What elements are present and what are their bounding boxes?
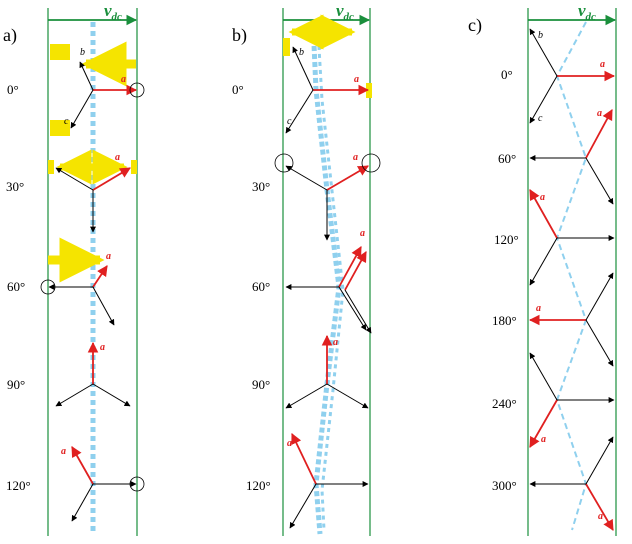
panel-a-0-phase-a-label: a bbox=[121, 74, 126, 85]
panel-c-0-phase-c-label: c bbox=[538, 113, 543, 124]
panel-b-60-phase-c-arrow-2 bbox=[344, 289, 372, 334]
panel-a-label: a) bbox=[3, 25, 17, 46]
panel-b-30-phase-a-label: a bbox=[353, 152, 358, 163]
panel-b-vdc-label: vdc bbox=[336, 1, 354, 23]
panel-a-0-phase-b-arrow bbox=[79, 61, 94, 91]
panel-a-angle-60: 60° bbox=[7, 279, 25, 294]
panel-b-60-phase-c-arrow bbox=[338, 286, 367, 331]
panel-a-0-phase-b-label: b bbox=[80, 47, 85, 58]
panel-b-angle-90: 90° bbox=[252, 377, 270, 392]
panel-a-angle-120: 120° bbox=[6, 478, 31, 493]
panel-b-30-phase-b-arrow bbox=[285, 165, 328, 191]
panel-a-90-phase-b-arrow bbox=[55, 383, 94, 407]
panel-b-angle-60: 60° bbox=[252, 279, 270, 294]
panel-a-120-phase-a-arrow bbox=[71, 446, 94, 485]
panel-c-120-phase-a-label: a bbox=[540, 192, 545, 203]
panel-b-30-marker-circle bbox=[274, 153, 294, 173]
panel-c-240-phase-a-label: a bbox=[541, 434, 546, 445]
panel-a-60-marker-circle bbox=[40, 279, 56, 295]
panel-a: a) vdc 0° a b c 30° a 60° a bbox=[3, 1, 145, 536]
panel-c: c) vdc 0° a b c 60° a 120° a 180° a 240° bbox=[468, 1, 617, 536]
panel-c-angle-240: 240° bbox=[492, 396, 517, 411]
panel-a-120-marker-circle bbox=[129, 476, 145, 492]
panel-b-0-phase-b-arrow bbox=[292, 46, 314, 91]
panel-a-30-phase-b-arrow bbox=[55, 167, 94, 191]
panel-b-0-phase-c-arrow bbox=[285, 89, 314, 134]
panel-b-label: b) bbox=[232, 25, 247, 46]
panel-c-180-phase-a-label: a bbox=[536, 303, 541, 314]
panel-b-120-phase-c-arrow bbox=[289, 483, 317, 529]
panel-a-0-phase-c-label: c bbox=[64, 116, 69, 127]
panel-b-angle-0: 0° bbox=[232, 82, 244, 97]
panel-b-90-phase-c-arrow bbox=[326, 383, 369, 409]
panel-a-0-phase-c-arrow bbox=[70, 89, 94, 129]
panel-c-180-phase-b-arrow bbox=[585, 272, 614, 321]
panel-c-120-phase-c-arrow bbox=[529, 237, 558, 286]
panel-b-120-phase-a-label: a bbox=[287, 438, 292, 449]
panel-c-60-phase-a-label: a bbox=[597, 108, 602, 119]
panel-a-highlight bbox=[131, 160, 137, 174]
panel-c-120-phase-a-arrow bbox=[529, 189, 558, 239]
panel-c-300-phase-a-label: a bbox=[598, 511, 603, 522]
panel-c-0-phase-a-label: a bbox=[600, 59, 605, 70]
panel-c-angle-60: 60° bbox=[498, 151, 516, 166]
panel-a-60-phase-a-arrow bbox=[92, 265, 108, 288]
panel-c-label: c) bbox=[468, 15, 482, 36]
panel-c-neutral-path bbox=[555, 21, 588, 531]
panel-a-90-phase-a-label: a bbox=[100, 342, 105, 353]
panel-b-neutral-path bbox=[310, 21, 342, 535]
panel-b-120-phase-a-arrow bbox=[291, 433, 317, 485]
panel-a-60-phase-a-label: a bbox=[106, 251, 111, 262]
panel-c-angle-120: 120° bbox=[494, 232, 519, 247]
panel-c-0-phase-c-arrow bbox=[529, 75, 558, 124]
panel-b-30-marker-circle bbox=[361, 153, 381, 173]
panel-a-angle-90: 90° bbox=[7, 377, 25, 392]
panel-c-angle-0: 0° bbox=[501, 67, 513, 82]
panel-b-90-phase-b-arrow bbox=[285, 383, 328, 409]
panel-b-0-phase-b-label: b bbox=[299, 47, 304, 58]
panel-c-300-phase-a-arrow bbox=[585, 483, 614, 531]
panel-a-highlight bbox=[50, 44, 70, 60]
panel-c-angle-180: 180° bbox=[492, 313, 517, 328]
panel-a-0-marker-circle bbox=[129, 82, 145, 98]
panel-c-240-phase-b-arrow bbox=[529, 352, 558, 401]
panel-a-120-phase-a-label: a bbox=[61, 446, 66, 457]
panel-c-0-phase-b-arrow bbox=[529, 28, 558, 77]
panel-a-120-phase-c-arrow bbox=[71, 483, 94, 522]
panel-b-30-phase-a-arrow bbox=[326, 165, 369, 191]
panel-c-240-phase-a-arrow bbox=[529, 399, 558, 448]
panel-a-angle-0: 0° bbox=[7, 82, 19, 97]
panel-c-300-phase-b-arrow bbox=[585, 436, 614, 485]
panel-b-0-phase-c-label: c bbox=[287, 116, 292, 127]
panel-b-highlight bbox=[283, 38, 290, 56]
panel-c-0-phase-b-label: b bbox=[538, 30, 543, 41]
panel-c-60-phase-a-arrow bbox=[585, 109, 613, 159]
panel-c-vdc-label: vdc bbox=[578, 1, 596, 23]
panel-a-30-phase-a-arrow bbox=[92, 167, 131, 191]
panel-b-60-phase-a-label: a bbox=[360, 228, 365, 239]
panel-c-180-phase-c-arrow bbox=[585, 319, 614, 367]
panel-c-angle-300: 300° bbox=[492, 478, 517, 493]
panel-a-highlight bbox=[50, 120, 70, 136]
panel-b-90-phase-a-label: a bbox=[333, 337, 338, 348]
panel-b: b) vdc 0° a b c 30° a 60° a bbox=[232, 1, 381, 536]
panel-a-angle-30: 30° bbox=[6, 179, 24, 194]
panel-c-60-phase-c-arrow bbox=[585, 157, 614, 205]
panel-b-0-phase-a-label: a bbox=[354, 74, 359, 85]
panel-b-60-phase-a-arrow-2 bbox=[344, 251, 367, 291]
panel-b-angle-30: 30° bbox=[252, 179, 270, 194]
panel-a-90-phase-c-arrow bbox=[92, 383, 131, 407]
panel-b-angle-120: 120° bbox=[246, 478, 271, 493]
panel-a-vdc-label: vdc bbox=[104, 1, 122, 23]
panel-a-highlight bbox=[48, 160, 54, 174]
panel-a-60-phase-c-arrow bbox=[92, 286, 115, 326]
panel-a-30-phase-a-label: a bbox=[115, 152, 120, 163]
